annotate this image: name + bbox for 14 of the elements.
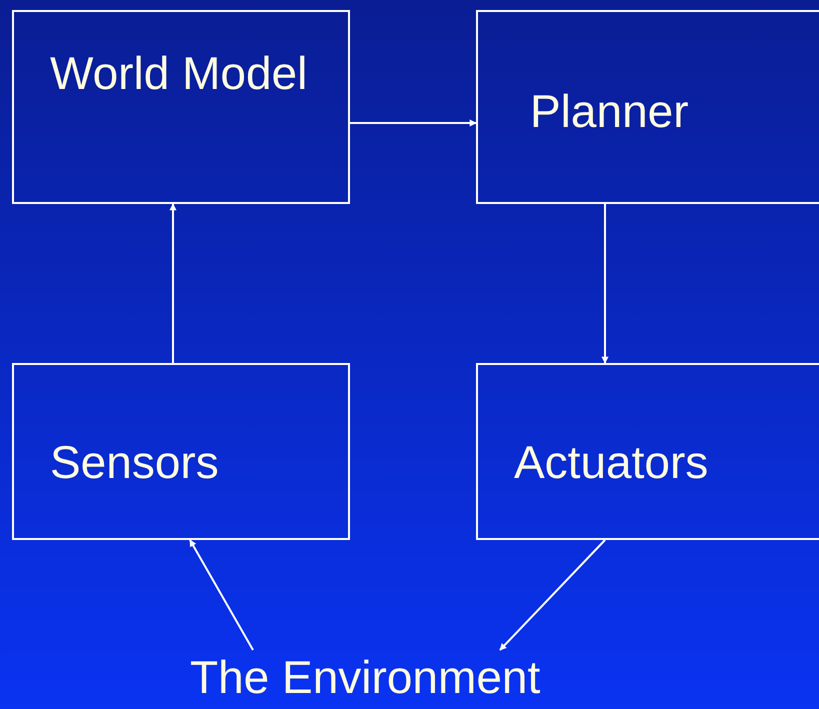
arrow — [350, 120, 477, 126]
arrow — [602, 204, 608, 364]
box-label: Actuators — [514, 439, 708, 485]
process-box — [12, 363, 350, 540]
arrow — [499, 539, 606, 651]
box-label: World Model — [50, 50, 308, 96]
process-box — [12, 10, 350, 204]
arrow — [189, 539, 254, 650]
process-box — [476, 363, 819, 540]
box-label: Sensors — [50, 439, 219, 485]
box-label: Planner — [530, 88, 689, 134]
arrow — [170, 203, 176, 363]
process-box — [476, 10, 819, 204]
node-label: The Environment — [190, 654, 540, 700]
